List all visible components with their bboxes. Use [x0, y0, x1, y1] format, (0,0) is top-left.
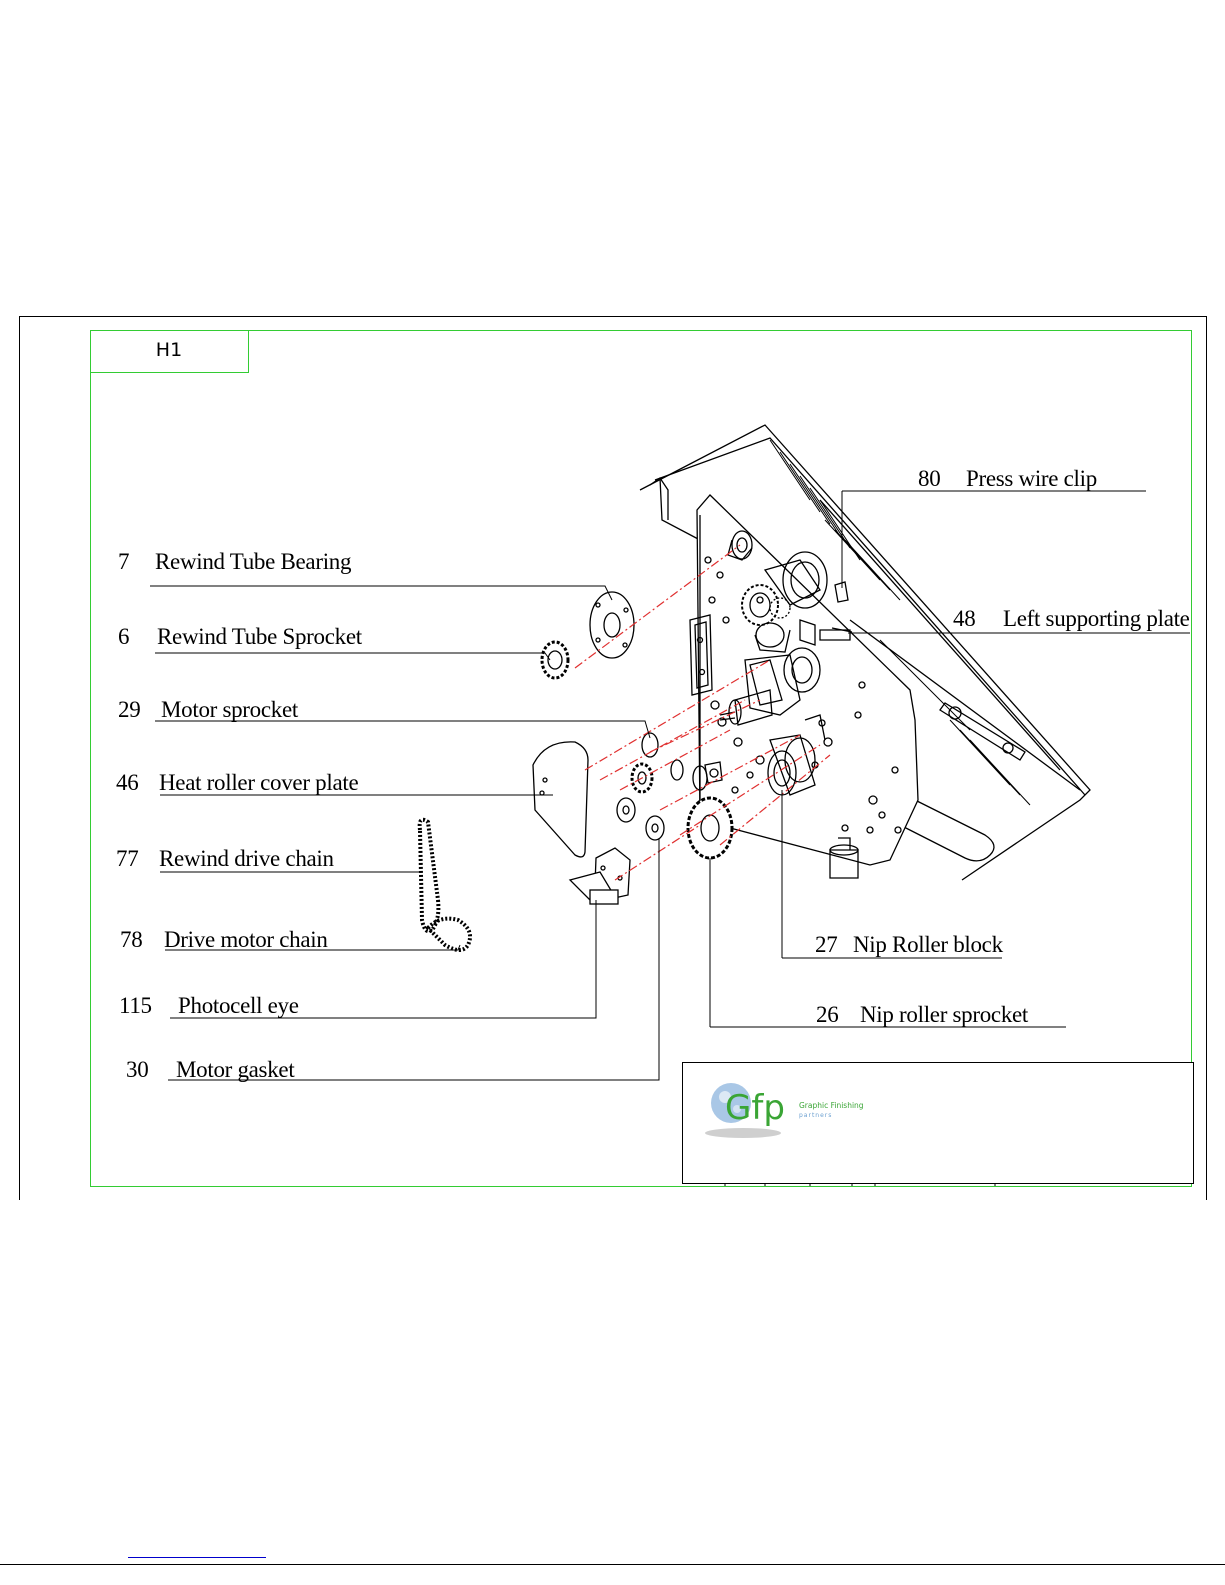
logo-name: Graphic Finishing — [799, 1101, 864, 1110]
logo-mark: Gfp — [725, 1088, 785, 1128]
title-block: Gfp Graphic Finishing partners — [682, 1062, 1194, 1184]
rewind-drive-chain-part — [420, 820, 470, 950]
page-bottom-rule — [0, 1564, 1225, 1565]
logo-sub: partners — [799, 1112, 832, 1119]
gfp-logo: Gfp Graphic Finishing partners — [703, 1073, 873, 1133]
logo-shadow — [705, 1128, 781, 1138]
rewind-tube-sprocket-part — [542, 642, 568, 678]
rewind-tube-bearing-part — [590, 592, 634, 658]
footer-link-underline[interactable] — [128, 1557, 266, 1558]
nip-roller-sprocket-part — [688, 798, 732, 858]
heat-roller-cover-plate-part — [533, 742, 588, 857]
